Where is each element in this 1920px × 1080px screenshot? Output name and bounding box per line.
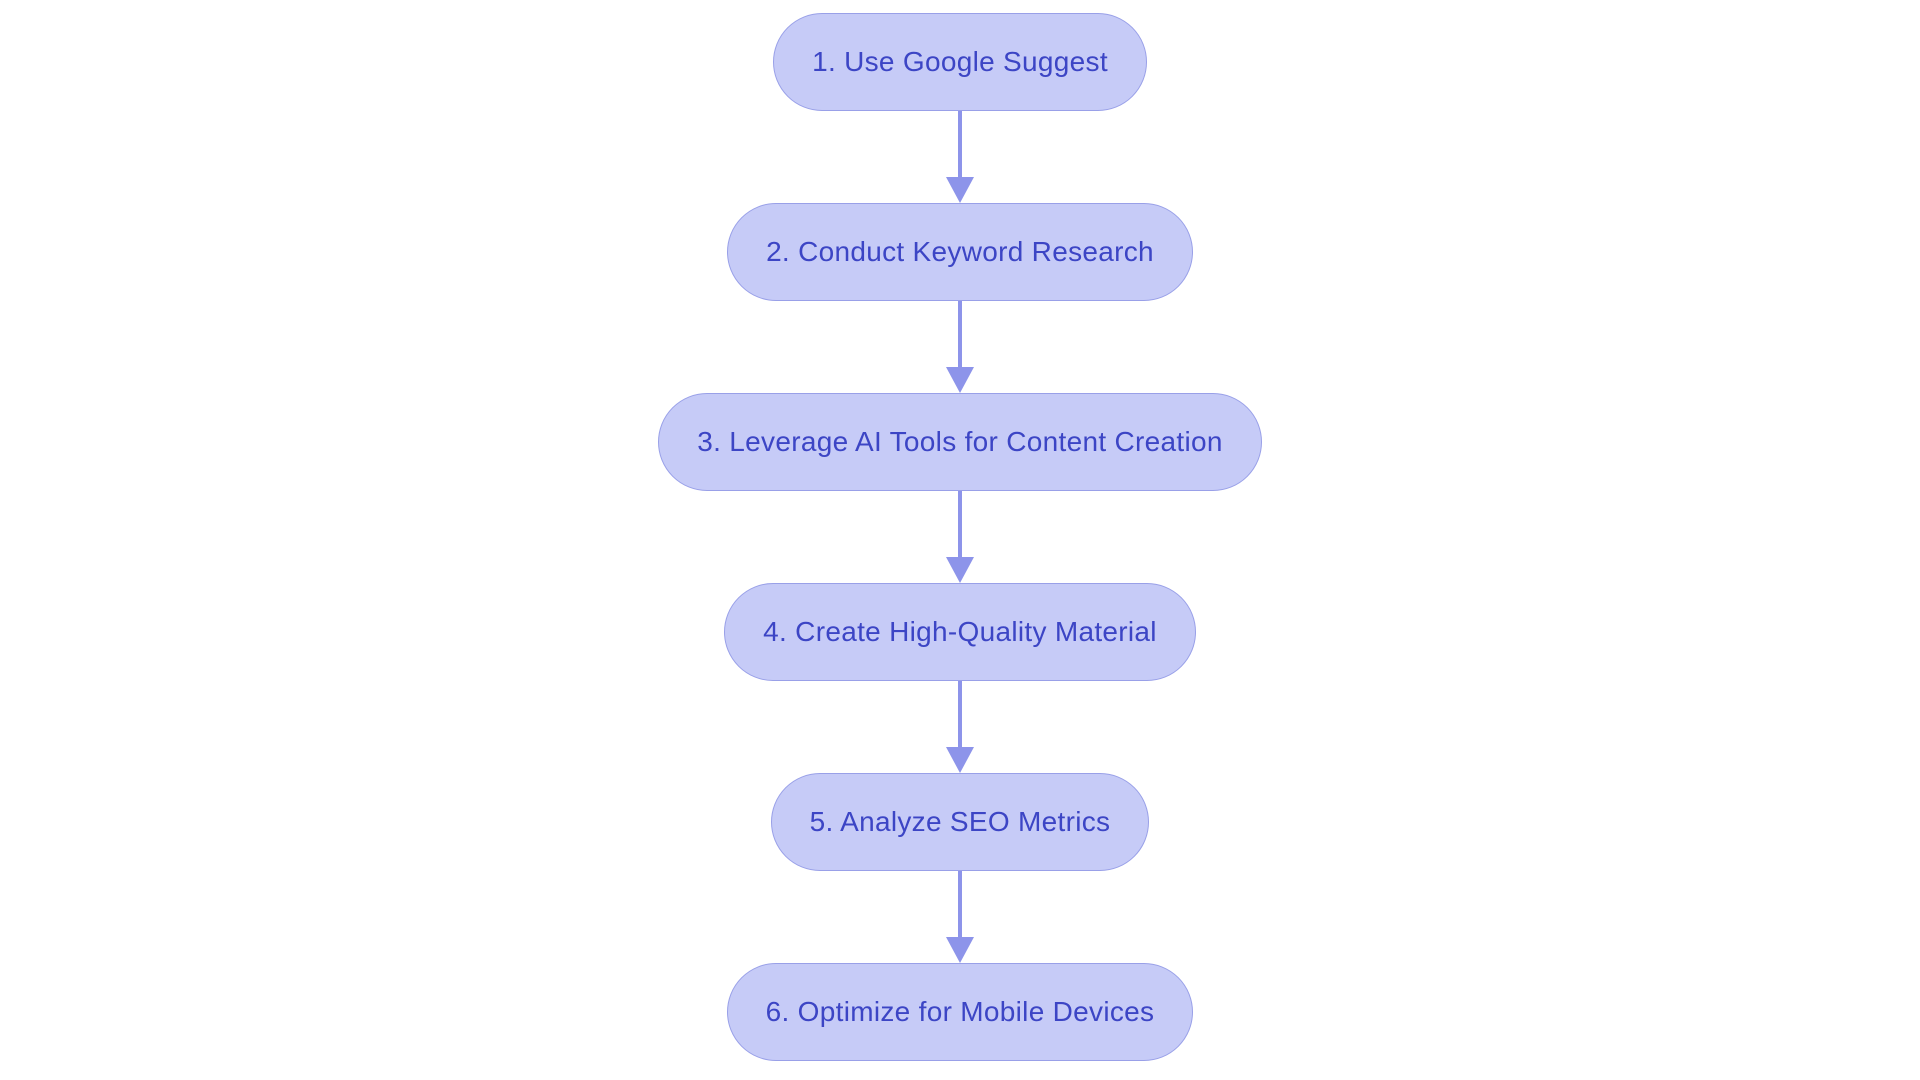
arrow-down-icon bbox=[946, 177, 974, 203]
arrow-line bbox=[958, 301, 962, 367]
flow-node-step-6: 6. Optimize for Mobile Devices bbox=[726, 963, 1194, 1061]
flow-node-label: 5. Analyze SEO Metrics bbox=[809, 806, 1111, 837]
arrow-line bbox=[958, 681, 962, 747]
flow-connector bbox=[946, 681, 974, 773]
flow-node-label: 2. Conduct Keyword Research bbox=[766, 236, 1154, 267]
flow-connector bbox=[946, 111, 974, 203]
flow-node-step-4: 4. Create High-Quality Material bbox=[724, 583, 1196, 681]
flow-node-step-3: 3. Leverage AI Tools for Content Creatio… bbox=[658, 393, 1262, 491]
flow-node-label: 4. Create High-Quality Material bbox=[763, 616, 1157, 647]
flow-node-label: 1. Use Google Suggest bbox=[812, 46, 1108, 77]
arrow-down-icon bbox=[946, 747, 974, 773]
arrow-line bbox=[958, 871, 962, 937]
flow-node-step-2: 2. Conduct Keyword Research bbox=[727, 203, 1193, 301]
flow-connector bbox=[946, 871, 974, 963]
arrow-down-icon bbox=[946, 367, 974, 393]
flow-connector bbox=[946, 301, 974, 393]
flow-node-label: 3. Leverage AI Tools for Content Creatio… bbox=[697, 426, 1223, 457]
flow-node-step-5: 5. Analyze SEO Metrics bbox=[770, 773, 1150, 871]
arrow-line bbox=[958, 491, 962, 557]
flow-node-label: 6. Optimize for Mobile Devices bbox=[765, 996, 1155, 1027]
arrow-down-icon bbox=[946, 557, 974, 583]
arrow-down-icon bbox=[946, 937, 974, 963]
flow-node-step-1: 1. Use Google Suggest bbox=[773, 13, 1147, 111]
arrow-line bbox=[958, 111, 962, 177]
flow-connector bbox=[946, 491, 974, 583]
